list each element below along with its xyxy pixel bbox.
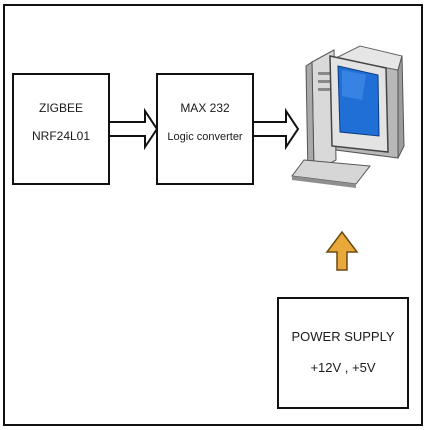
power-supply-block: POWER SUPPLY +12V , +5V [277,297,409,409]
power-arrow-up [325,230,359,271]
max232-label-line1: MAX 232 [180,101,230,115]
max232-label-line2: Logic converter [167,131,243,143]
power-supply-label-line1: POWER SUPPLY [291,329,394,344]
arrow-max232-to-computer [252,107,300,151]
diagram-frame [3,4,423,426]
power-supply-block-box [277,297,409,409]
max232-block-box [156,73,254,185]
power-supply-label-line2: +12V , +5V [310,360,375,375]
zigbee-label-line1: ZIGBEE [39,101,83,115]
zigbee-block: ZIGBEE NRF24L01 [12,73,110,185]
max232-block: MAX 232 Logic converter [156,73,254,185]
zigbee-block-box [12,73,110,185]
arrow-zigbee-to-max232 [108,107,159,151]
desktop-computer-icon [291,45,405,188]
zigbee-label-line2: NRF24L01 [32,129,90,143]
